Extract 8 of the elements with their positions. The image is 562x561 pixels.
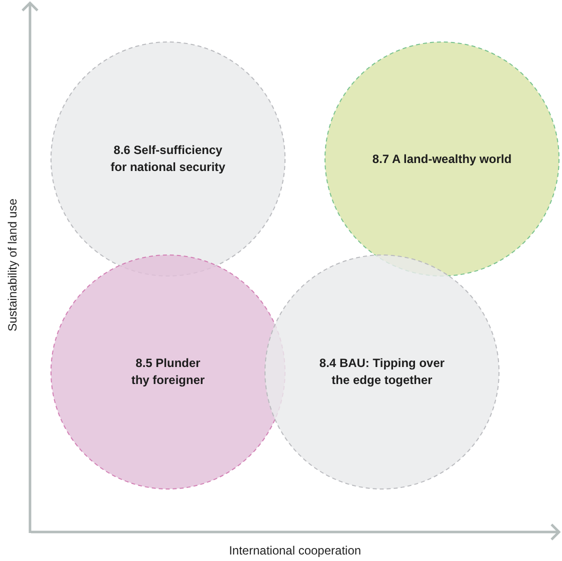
scenario-label: 8.7 A land-wealthy world — [371, 150, 513, 168]
axis-label: Sustainability of land use — [6, 198, 20, 332]
scenario-label: 8.6 Self-sufficiency for national security — [110, 142, 226, 176]
scenario-label: 8.5 Plunder thy foreigner — [130, 355, 206, 389]
scenario-circle — [264, 254, 500, 490]
axis-label: International cooperation — [228, 544, 362, 558]
scenario-circle — [324, 41, 560, 277]
scenario-label: 8.4 BAU: Tipping over the edge together — [318, 355, 446, 389]
